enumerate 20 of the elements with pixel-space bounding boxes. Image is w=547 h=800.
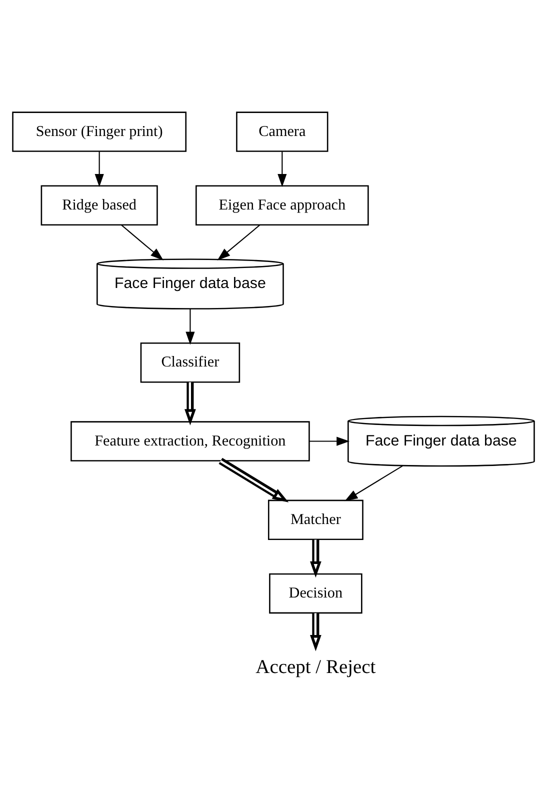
arrow: [278, 151, 287, 187]
arrow: [309, 436, 350, 446]
node-box: Feature extraction, Recognition: [70, 420, 310, 461]
arrow: [94, 151, 104, 187]
node-box: Decision: [269, 572, 362, 614]
node-text: Accept / Reject: [256, 656, 376, 678]
node-box: Eigen Face approach: [196, 184, 369, 225]
arrow: [217, 224, 260, 260]
arrow: [120, 224, 164, 260]
node-box: Camera: [236, 111, 328, 152]
node-box: Sensor (Finger print): [12, 111, 187, 152]
arrow: [344, 464, 403, 501]
node-box: Matcher: [268, 499, 364, 540]
arrow: [184, 382, 196, 425]
arrow: [186, 308, 195, 344]
arrow: [310, 612, 322, 651]
arrow: [310, 539, 322, 578]
node-box: Ridge based: [40, 184, 158, 225]
node-box: Classifier: [140, 342, 240, 382]
arrow: [218, 457, 289, 502]
